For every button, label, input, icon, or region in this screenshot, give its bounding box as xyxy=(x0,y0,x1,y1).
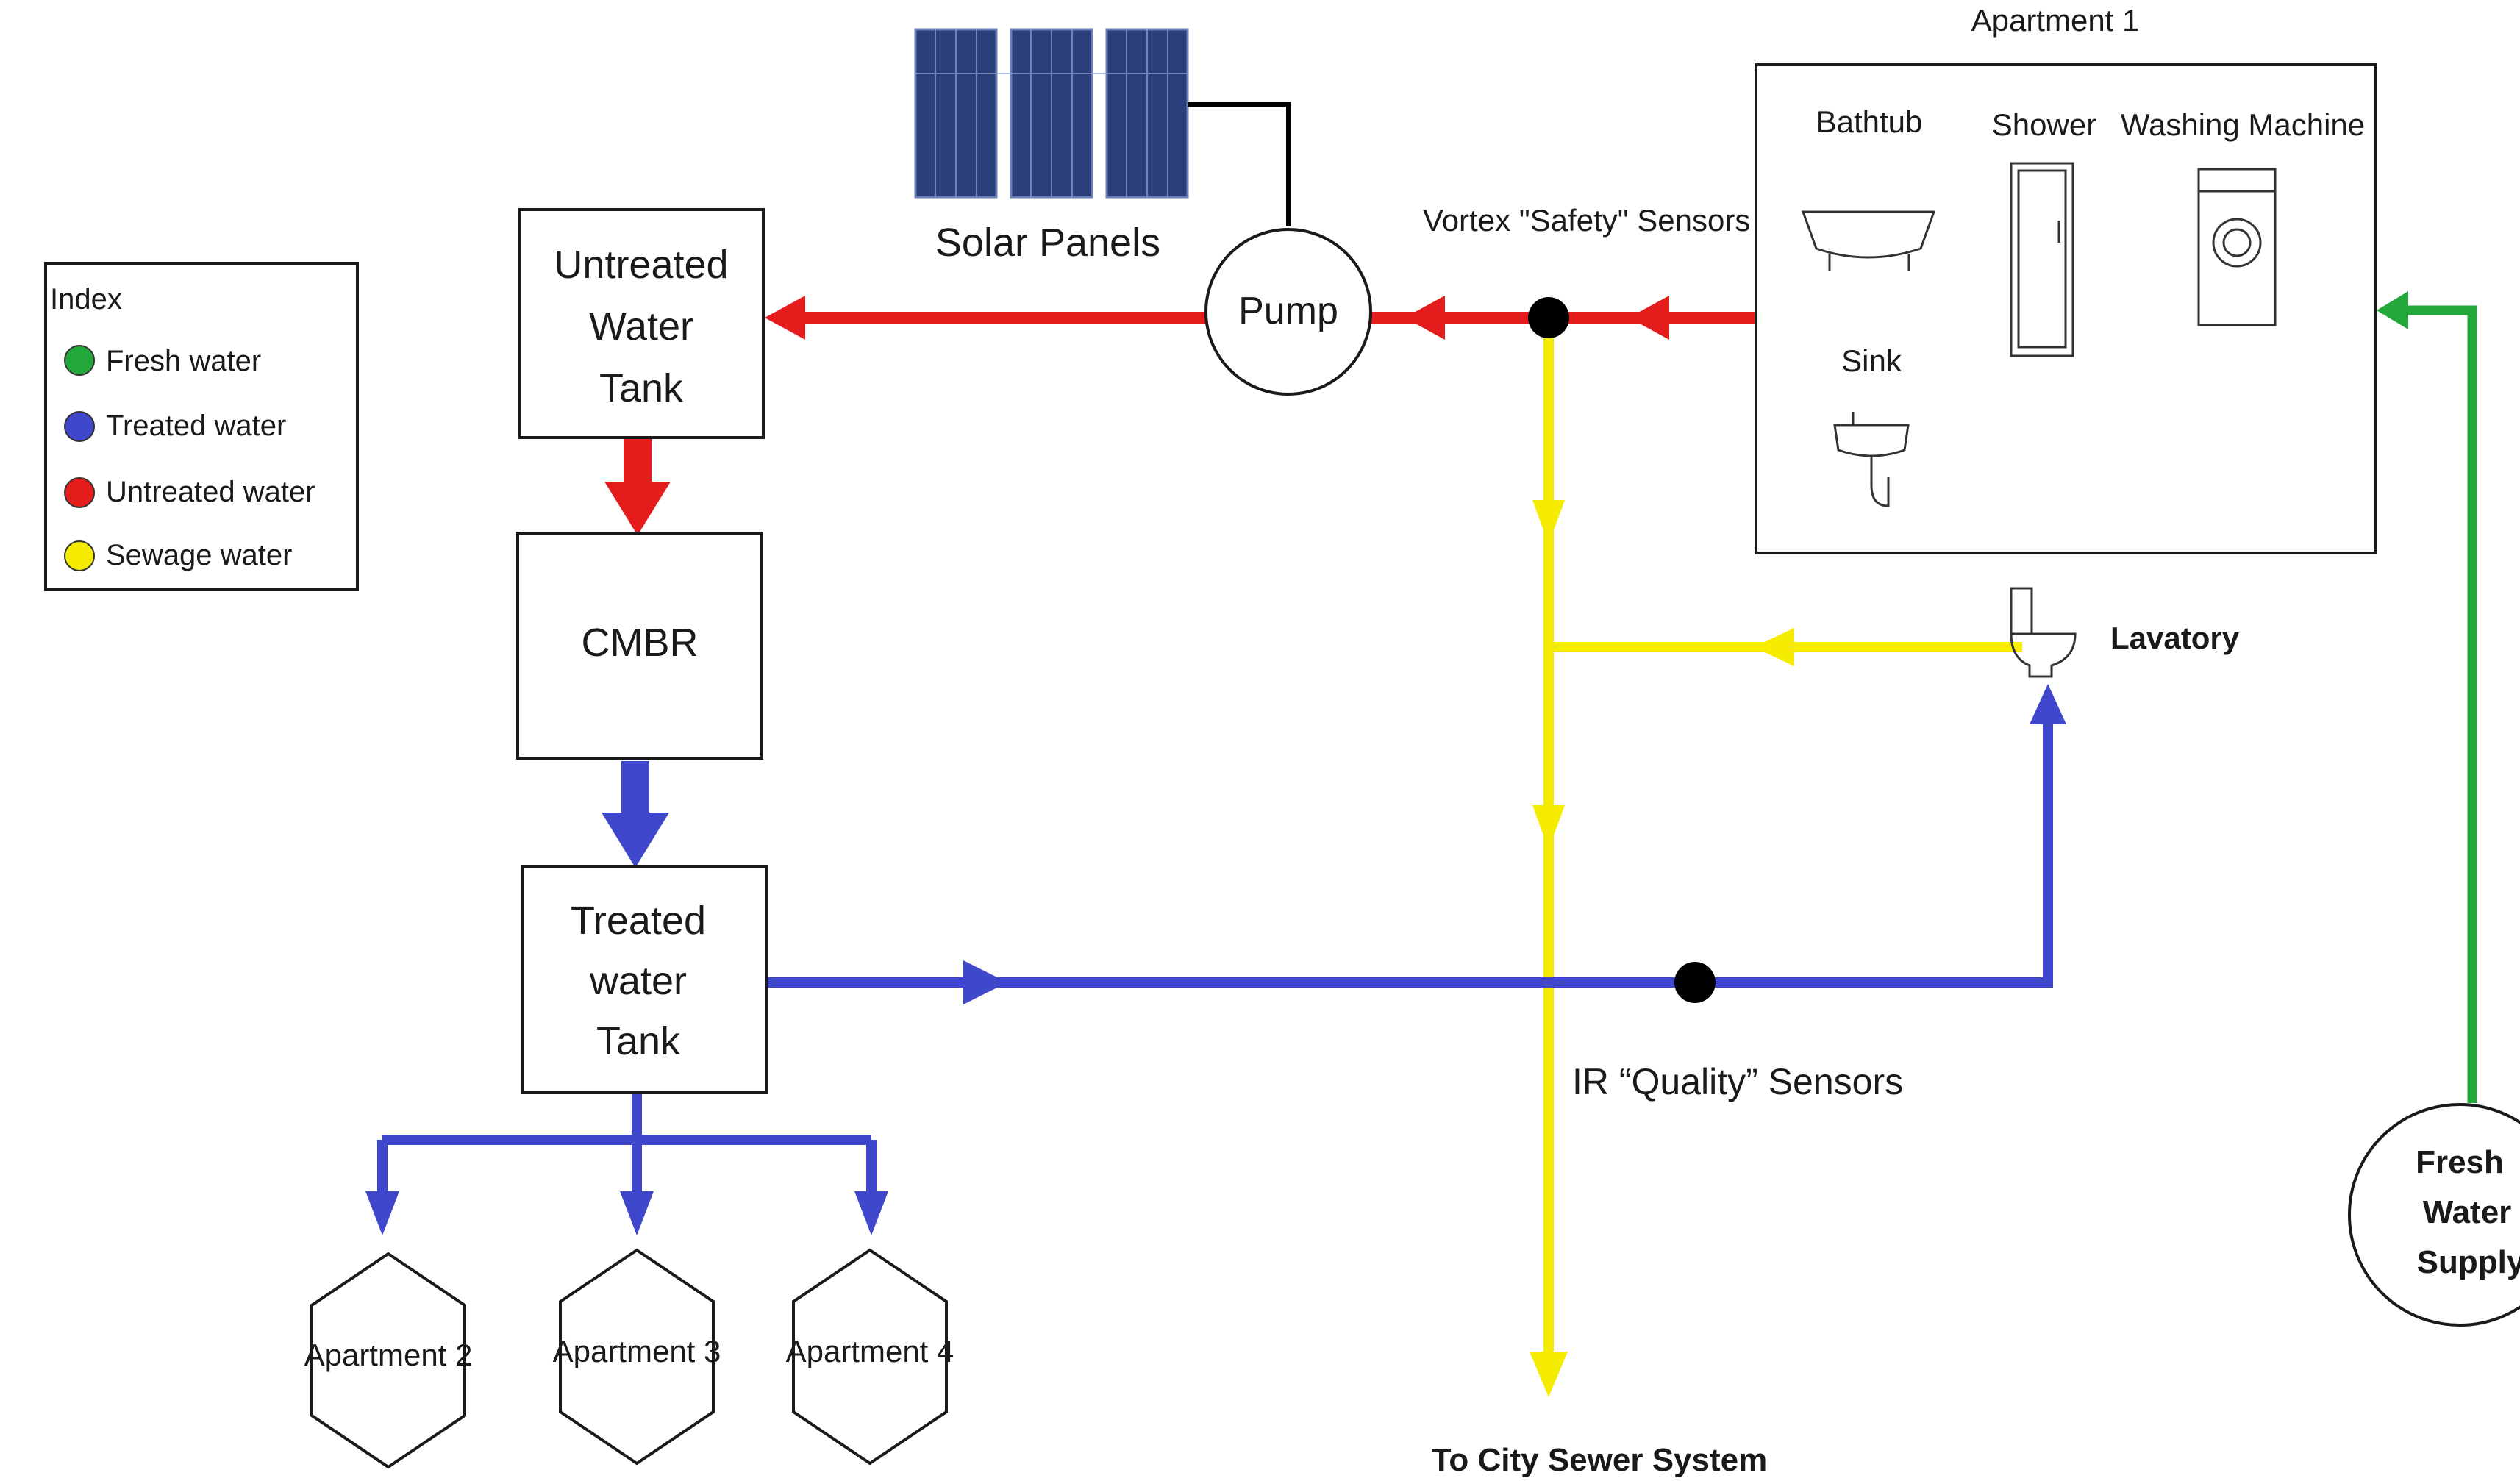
apartment-1-title: Apartment 1 xyxy=(1971,3,2140,38)
treated-arrow-to-tank xyxy=(602,813,669,868)
fresh-supply-circle xyxy=(2348,1103,2520,1327)
treated-pipe-to-lavatory xyxy=(765,695,2053,988)
ir-sensor-dot xyxy=(1674,962,1716,1003)
apartment-2-label: Apartment 2 xyxy=(304,1338,473,1372)
fresh-water-supply: Fresh Water Supply xyxy=(2348,1103,2520,1327)
apartment-3-label: Apartment 3 xyxy=(553,1334,721,1368)
vortex-sensor-dot xyxy=(1528,297,1569,338)
cmbr-box xyxy=(516,532,763,760)
legend-label-untreated: Untreated water xyxy=(106,476,315,508)
legend-dot-fresh xyxy=(64,345,95,376)
sink-icon xyxy=(1833,412,1910,507)
washing-machine-icon xyxy=(2197,168,2277,326)
solar-panels: Solar Panels xyxy=(914,28,1291,265)
treated-arrow-apt3 xyxy=(620,1191,654,1235)
cmbr-label: CMBR xyxy=(582,621,699,665)
bathtub-label: Bathtub xyxy=(1816,104,1923,139)
apartment-4-label: Apartment 4 xyxy=(786,1334,954,1368)
legend-label-sewage: Sewage water xyxy=(106,539,292,571)
solar-panel-icon xyxy=(914,28,1189,199)
apartment-3-hexagon xyxy=(559,1248,715,1466)
untreated-arrow-from-apartment xyxy=(1629,296,1669,340)
treated-arrow-apt2 xyxy=(365,1191,399,1235)
toilet-icon xyxy=(2010,587,2077,678)
legend-label-treated: Treated water xyxy=(106,410,286,442)
apartment-1: Apartment 1 Bathtub Shower Washing Machi… xyxy=(1755,3,2377,554)
pump-label: Pump xyxy=(1238,290,1338,332)
shower-label: Shower xyxy=(1992,107,2096,142)
apartment-2: Apartment 2 xyxy=(304,1252,473,1469)
treated-flow-to-tank xyxy=(621,761,649,816)
legend-label-fresh: Fresh water xyxy=(106,345,261,377)
legend-title: Index xyxy=(50,283,122,315)
sewage-arrow-1 xyxy=(1532,500,1565,544)
sink-label: Sink xyxy=(1841,343,1902,378)
untreated-pipes xyxy=(604,296,1757,535)
untreated-arrow-to-cmbr xyxy=(604,482,671,535)
fresh-pipes xyxy=(2377,291,2477,1103)
treated-tank-line-1: Treated xyxy=(571,899,706,943)
fresh-supply-line-1: Fresh xyxy=(2416,1144,2504,1180)
legend-dot-treated xyxy=(64,411,95,442)
vortex-sensor-label: Vortex "Safety" Sensors xyxy=(1423,203,1750,238)
untreated-water-tank: Untreated Water Tank xyxy=(518,208,765,439)
treated-tank-line-3: Tank xyxy=(596,1019,681,1063)
legend-dot-untreated xyxy=(64,477,95,508)
legend-box xyxy=(44,262,359,591)
untreated-arrow-before-pump xyxy=(1404,296,1445,340)
treated-tank-box xyxy=(521,865,768,1094)
treated-water-tank: Treated water Tank xyxy=(521,865,768,1094)
sewage-arrow-to-sewer xyxy=(1530,1352,1568,1397)
pump-circle xyxy=(1204,228,1372,396)
ir-sensor-label: IR “Quality” Sensors xyxy=(1572,1061,1903,1102)
sewage-arrow-from-lavatory xyxy=(1754,628,1794,666)
fresh-pipe xyxy=(2406,305,2477,1103)
bathtub-icon xyxy=(1801,210,1936,271)
apartment-4-hexagon xyxy=(792,1248,948,1466)
legend: Index Fresh water Treated water Untreate… xyxy=(44,262,359,591)
shower-icon xyxy=(2010,162,2074,357)
sewage-pipes xyxy=(1530,318,2022,1397)
untreated-tank-line-1: Untreated xyxy=(554,243,728,287)
sewage-arrow-2 xyxy=(1532,805,1565,849)
solar-panels-label: Solar Panels xyxy=(935,221,1160,265)
apartment-4: Apartment 4 xyxy=(786,1248,954,1466)
pump: Pump xyxy=(1204,228,1372,396)
treated-pipes xyxy=(365,684,2066,1235)
untreated-arrow-into-tank xyxy=(765,296,805,340)
sewer-label: To City Sewer System xyxy=(1432,1442,1767,1478)
fresh-supply-line-2: Water xyxy=(2423,1194,2512,1230)
untreated-tank-line-2: Water xyxy=(589,304,693,349)
fresh-arrow-to-apartment xyxy=(2377,291,2408,329)
treated-arrow-to-lavatory xyxy=(2030,684,2066,724)
treated-tank-line-2: water xyxy=(589,959,687,1003)
lavatory-label: Lavatory xyxy=(2110,621,2240,655)
washing-machine-label: Washing Machine xyxy=(2121,107,2365,142)
legend-dot-sewage xyxy=(64,540,95,571)
treated-arrow-right xyxy=(963,960,1007,1004)
solar-pump-wire xyxy=(1188,102,1291,226)
treated-arrow-apt4 xyxy=(854,1191,888,1235)
apartment-3: Apartment 3 xyxy=(553,1248,721,1466)
fresh-supply-line-3: Supply xyxy=(2417,1244,2520,1280)
apartment-2-hexagon xyxy=(310,1252,466,1469)
lavatory: Lavatory xyxy=(2010,587,2240,678)
untreated-tank-box xyxy=(518,208,765,439)
untreated-tank-line-3: Tank xyxy=(599,366,684,410)
cmbr: CMBR xyxy=(516,532,763,760)
untreated-flow-to-cmbr xyxy=(624,438,652,483)
